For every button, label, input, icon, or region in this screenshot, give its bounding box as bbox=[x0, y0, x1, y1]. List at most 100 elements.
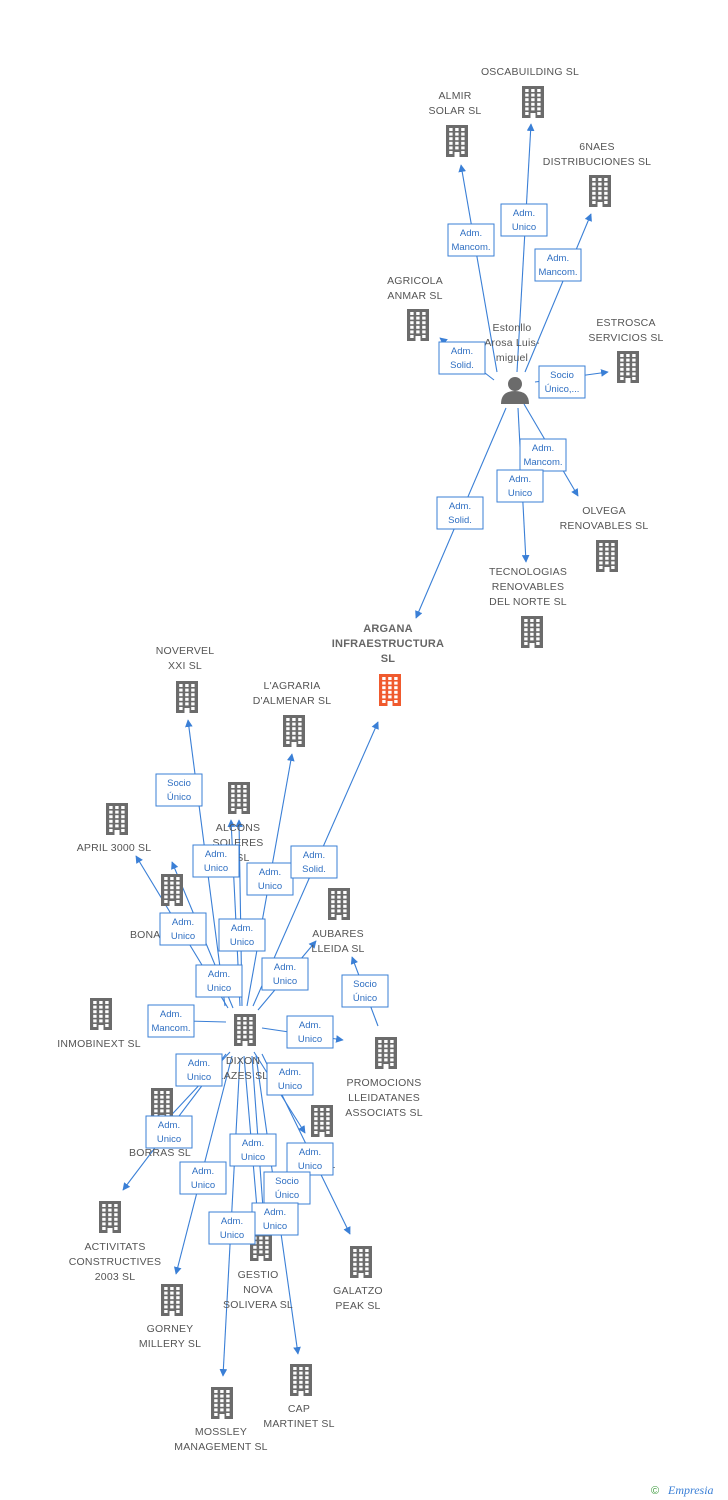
building-icon[interactable] bbox=[161, 874, 183, 906]
company-node-oscabuilding[interactable]: OSCABUILDING SL bbox=[481, 66, 579, 118]
relation-box[interactable] bbox=[251, 1202, 299, 1236]
building-icon[interactable] bbox=[446, 125, 468, 157]
relation-label[interactable]: Adm.Unico bbox=[175, 1053, 223, 1087]
building-icon[interactable] bbox=[176, 681, 198, 713]
relation-box[interactable] bbox=[218, 918, 266, 952]
company-node-borras[interactable]: BORRAS SL bbox=[129, 1088, 191, 1159]
relation-box[interactable] bbox=[246, 862, 294, 896]
relation-box[interactable] bbox=[192, 844, 240, 878]
company-node-april[interactable]: APRIL 3000 SL bbox=[77, 803, 152, 854]
relation-box[interactable] bbox=[159, 912, 207, 946]
relation-label[interactable]: Adm.Unico bbox=[261, 957, 309, 991]
relation-box[interactable] bbox=[266, 1062, 314, 1096]
relation-label[interactable]: Adm.Mancom. bbox=[447, 223, 495, 257]
relation-label[interactable]: Adm.Unico bbox=[266, 1062, 314, 1096]
relation-label[interactable]: Adm.Unico bbox=[179, 1161, 227, 1195]
relation-box[interactable] bbox=[436, 496, 484, 530]
building-icon[interactable] bbox=[407, 309, 429, 341]
person-icon[interactable] bbox=[501, 377, 529, 404]
relation-box[interactable] bbox=[447, 223, 495, 257]
relation-box[interactable] bbox=[155, 773, 203, 807]
relation-label[interactable]: Adm.Mancom. bbox=[519, 438, 567, 472]
building-icon[interactable] bbox=[311, 1105, 333, 1137]
relation-box[interactable] bbox=[208, 1211, 256, 1245]
company-node-alcons[interactable]: ALCONSSOLERESA SL bbox=[212, 782, 263, 864]
relation-label[interactable]: Adm.Unico bbox=[251, 1202, 299, 1236]
building-icon[interactable] bbox=[99, 1201, 121, 1233]
relation-label[interactable]: Adm.Solid. bbox=[290, 845, 338, 879]
relation-label[interactable]: Adm.Unico bbox=[286, 1015, 334, 1049]
relation-label[interactable]: Adm.Solid. bbox=[438, 341, 486, 375]
building-icon[interactable] bbox=[106, 803, 128, 835]
building-icon[interactable] bbox=[290, 1364, 312, 1396]
relation-label[interactable]: Adm.Unico bbox=[218, 918, 266, 952]
relation-label[interactable]: Adm.Unico bbox=[145, 1115, 193, 1149]
building-icon[interactable] bbox=[161, 1284, 183, 1316]
building-icon[interactable] bbox=[617, 351, 639, 383]
relation-label[interactable]: Adm.Mancom. bbox=[534, 248, 582, 282]
building-icon[interactable] bbox=[234, 1014, 256, 1046]
relation-label[interactable]: Adm.Unico bbox=[208, 1211, 256, 1245]
building-icon[interactable] bbox=[151, 1088, 173, 1120]
relation-box[interactable] bbox=[147, 1004, 195, 1038]
building-icon[interactable] bbox=[589, 175, 611, 207]
building-icon[interactable] bbox=[228, 782, 250, 814]
relation-box[interactable] bbox=[286, 1015, 334, 1049]
relation-label[interactable]: Adm.Unico bbox=[159, 912, 207, 946]
building-icon[interactable] bbox=[328, 888, 350, 920]
relation-label[interactable]: SocioÚnico,... bbox=[538, 365, 586, 399]
building-icon[interactable] bbox=[596, 540, 618, 572]
relation-box[interactable] bbox=[500, 203, 548, 237]
relation-box[interactable] bbox=[534, 248, 582, 282]
relation-box[interactable] bbox=[179, 1161, 227, 1195]
relation-box[interactable] bbox=[496, 469, 544, 503]
building-icon[interactable] bbox=[90, 998, 112, 1030]
relation-box[interactable] bbox=[341, 974, 389, 1008]
relation-box[interactable] bbox=[175, 1053, 223, 1087]
building-icon[interactable] bbox=[522, 86, 544, 118]
relation-box[interactable] bbox=[195, 964, 243, 998]
company-node-inmobinext[interactable]: INMOBINEXT SL bbox=[57, 998, 141, 1050]
relation-label[interactable]: Adm.Unico bbox=[286, 1142, 334, 1176]
building-icon[interactable] bbox=[521, 616, 543, 648]
brand-logo[interactable]: Empresia bbox=[667, 1483, 714, 1497]
building-icon[interactable] bbox=[350, 1246, 372, 1278]
relation-box[interactable] bbox=[229, 1133, 277, 1167]
main-company-building-icon[interactable] bbox=[379, 674, 401, 706]
relation-label[interactable]: Adm.Unico bbox=[195, 964, 243, 998]
relation-label[interactable]: Adm.Unico bbox=[246, 862, 294, 896]
relation-label[interactable]: Adm.Unico bbox=[229, 1133, 277, 1167]
relation-label[interactable]: Adm.Unico bbox=[500, 203, 548, 237]
relation-label[interactable]: Adm.Unico bbox=[192, 844, 240, 878]
building-icon[interactable] bbox=[283, 715, 305, 747]
relation-box[interactable] bbox=[438, 341, 486, 375]
building-icon[interactable] bbox=[375, 1037, 397, 1069]
relation-label[interactable]: Adm.Mancom. bbox=[147, 1004, 195, 1038]
relation-box[interactable] bbox=[290, 845, 338, 879]
relation-box[interactable] bbox=[538, 365, 586, 399]
relation-box[interactable] bbox=[145, 1115, 193, 1149]
building-icon[interactable] bbox=[211, 1387, 233, 1419]
relation-box[interactable] bbox=[263, 1171, 311, 1205]
relation-label[interactable]: Adm.Unico bbox=[496, 469, 544, 503]
